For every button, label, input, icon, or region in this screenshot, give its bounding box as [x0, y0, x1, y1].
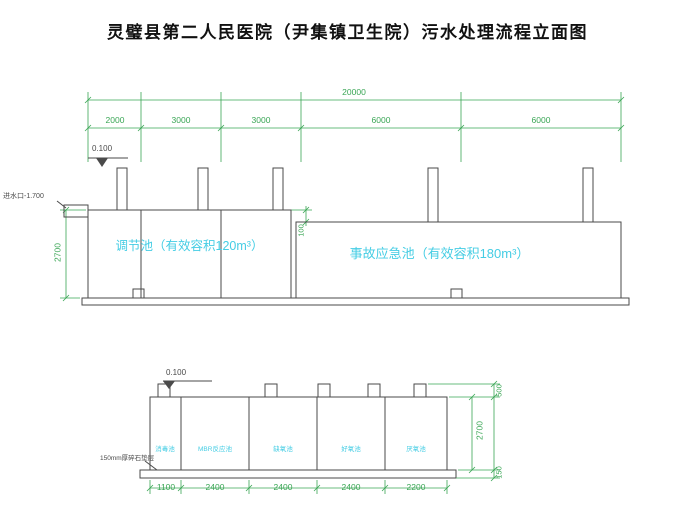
elevation-label: 0.100: [166, 368, 187, 377]
gravel-bed-note: 150mm厚碎石垫层: [100, 455, 155, 462]
tank-stub: [317, 383, 331, 398]
compartment-partitions: [180, 397, 386, 470]
lower-elevation-symbol: [163, 380, 212, 389]
dim-segment: 3000: [171, 115, 191, 125]
vent-pipe: [582, 167, 594, 223]
upper-elevation-symbol: [88, 157, 128, 167]
compartment-label: 消毒池: [155, 446, 175, 453]
upper-tank-outline: [56, 167, 630, 306]
lower-tank-outline: [139, 383, 457, 479]
dim-slab-150: 150: [494, 466, 504, 479]
sump-pit: [132, 288, 145, 299]
tank-stub: [413, 383, 427, 398]
dim-bottom: 2200: [406, 482, 426, 492]
lower-dimension-lines: [146, 380, 500, 494]
dim-step-100: 100: [296, 224, 306, 237]
tank-stub: [157, 383, 171, 398]
dim-segment: 2000: [105, 115, 125, 125]
vent-pipe: [427, 167, 439, 223]
elevation-label: 0.100: [92, 144, 113, 153]
dim-segment: 6000: [371, 115, 391, 125]
tank-stub: [367, 383, 381, 398]
gravel-bed-slab: [139, 469, 457, 479]
vent-pipe: [272, 167, 284, 211]
dim-bottom: 1100: [156, 482, 176, 492]
tank-partitions: [140, 210, 222, 298]
dim-bottom: 2400: [273, 482, 293, 492]
dim-stub-500: 500: [494, 384, 504, 397]
emergency-tank-label: 事故应急池（有效容积180m³）: [349, 246, 530, 261]
drawing-title: 灵璧县第二人民医院（尹集镇卫生院）污水处理流程立面图: [107, 23, 588, 42]
dim-total-20000: 20000: [342, 87, 366, 97]
compartment-label: MBR反应池: [198, 446, 232, 453]
base-slab: [81, 297, 630, 306]
process-tank-body: [149, 396, 448, 471]
note-leader-line: [144, 460, 158, 471]
compartment-label: 好氧池: [341, 446, 361, 453]
inlet-pipe: [63, 204, 89, 218]
vent-pipe: [197, 167, 209, 211]
vent-pipe: [116, 167, 128, 211]
dim-segment: 6000: [531, 115, 551, 125]
dim-segment: 3000: [251, 115, 271, 125]
tank-stub: [264, 383, 278, 398]
inlet-label: 进水口-1.700: [3, 193, 44, 200]
inlet-leader-line: [56, 200, 67, 209]
compartment-label: 厌氧池: [406, 446, 426, 453]
dim-bottom: 2400: [205, 482, 225, 492]
compartment-label: 缺氧池: [273, 446, 293, 453]
dim-bottom: 2400: [341, 482, 361, 492]
sump-pit: [450, 288, 463, 299]
dim-height-2700: 2700: [52, 243, 63, 262]
dim-tank-2700: 2700: [474, 421, 485, 440]
regulation-tank-body: [87, 209, 292, 299]
regulation-tank-label: 调节池（有效容积120m³）: [115, 239, 264, 253]
